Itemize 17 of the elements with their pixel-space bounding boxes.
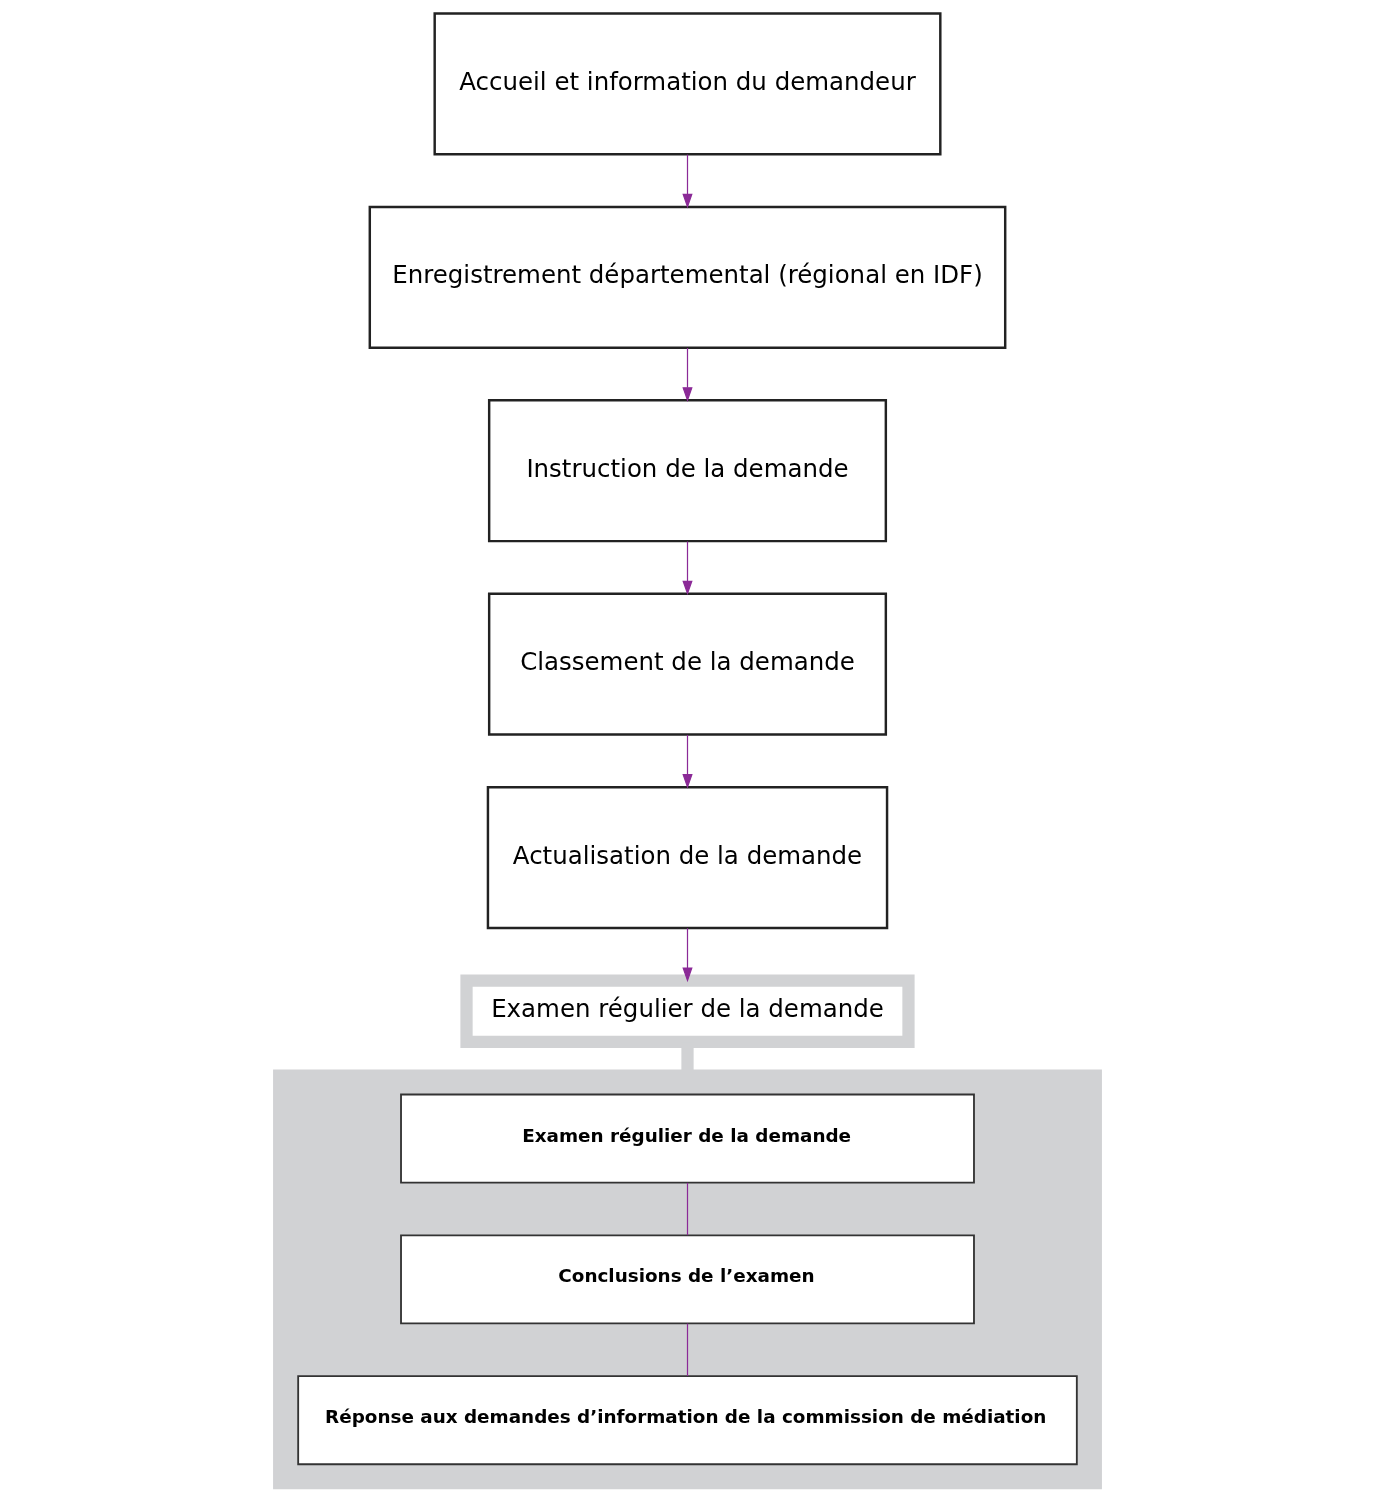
node-box: Réponse aux demandes d’information de la commission de médiation (297, 1375, 1078, 1466)
node-box: Enregistrement départemental (régional en IDF) (368, 205, 1007, 349)
node-box: Accueil et information du demandeur (433, 12, 942, 156)
node-box: Examen régulier de la demande (400, 1093, 975, 1184)
connector (686, 1323, 689, 1377)
arrow (682, 347, 693, 402)
arrow (682, 734, 693, 789)
node-box: Instruction de la demande (487, 399, 888, 543)
cluster (273, 1069, 1102, 1490)
node-box: Examen régulier de la demande (460, 974, 915, 1048)
connector (686, 1182, 689, 1236)
arrow (682, 927, 693, 983)
node-box: Conclusions de l’examen (400, 1234, 975, 1325)
arrow (682, 540, 693, 596)
node-box: Classement de la demande (487, 592, 888, 736)
arrow (682, 153, 693, 209)
node-box: Actualisation de la demande (486, 786, 889, 930)
